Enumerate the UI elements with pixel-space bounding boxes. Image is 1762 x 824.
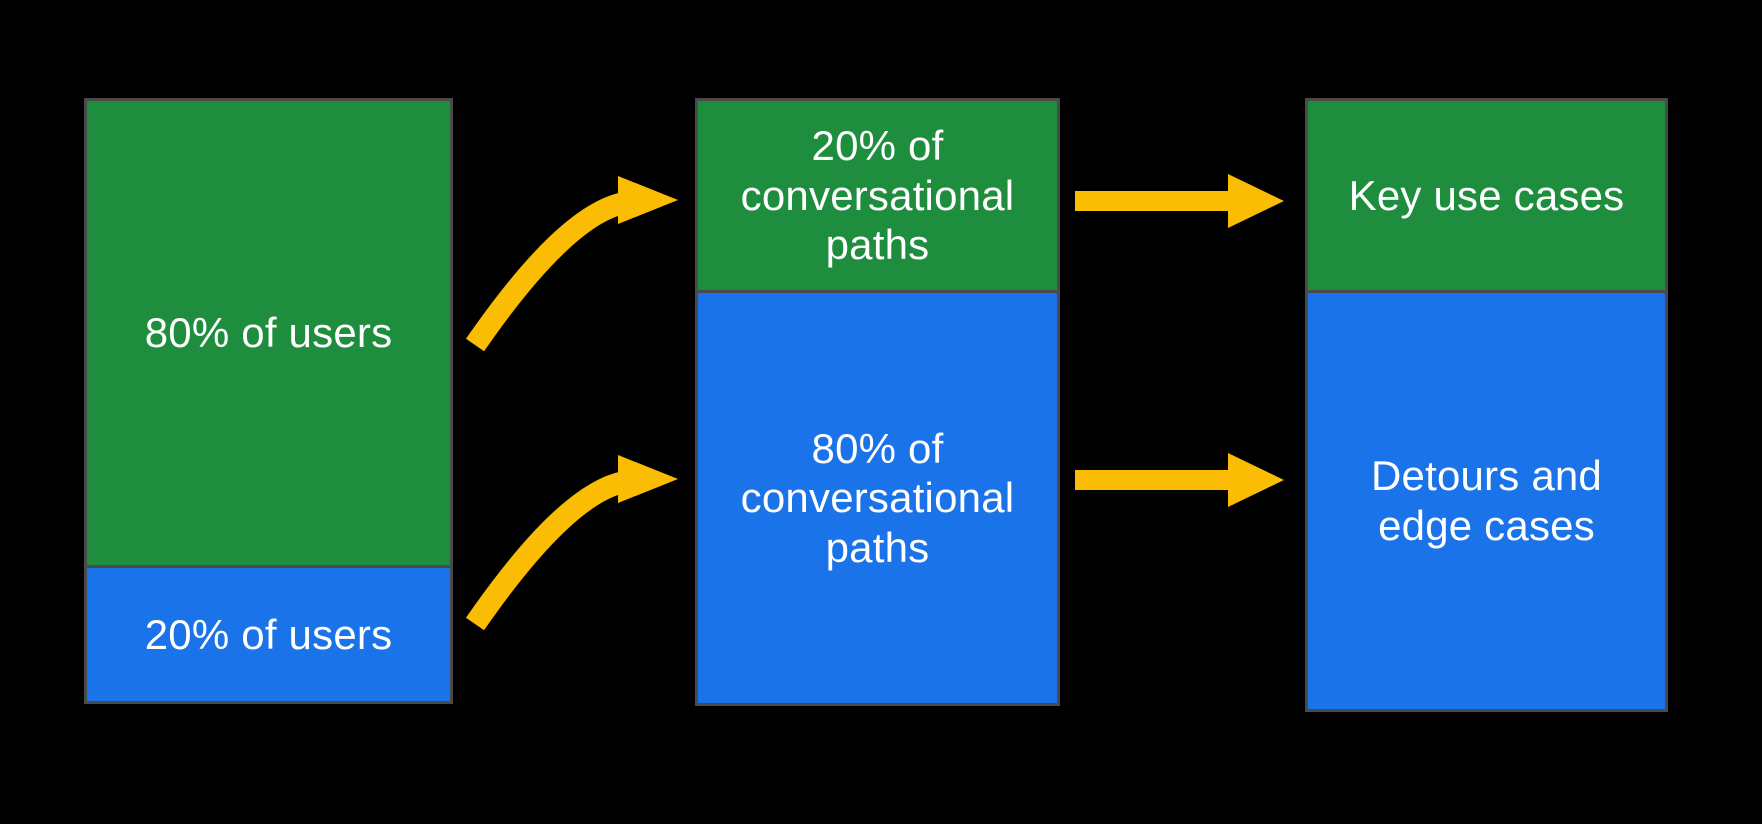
outcomes-column: Key use cases Detours and edge cases <box>1305 98 1668 712</box>
paths-column: 20% of conversational paths 80% of conve… <box>695 98 1060 706</box>
paths-majority-label: 80% of conversational paths <box>740 424 1015 571</box>
paths-minority-label: 20% of conversational paths <box>740 122 1015 269</box>
paths-minority-segment: 20% of conversational paths <box>698 101 1057 290</box>
curved-arrow-bottom <box>465 455 678 631</box>
users-column: 80% of users 20% of users <box>84 98 453 704</box>
detours-label: Detours and edge cases <box>1370 452 1602 549</box>
paths-majority-segment: 80% of conversational paths <box>698 290 1057 703</box>
users-minority-segment: 20% of users <box>87 565 450 701</box>
detours-segment: Detours and edge cases <box>1308 290 1665 709</box>
users-minority-label: 20% of users <box>144 610 393 658</box>
key-use-cases-label: Key use cases <box>1348 171 1625 219</box>
users-majority-label: 80% of users <box>144 309 393 357</box>
straight-arrow-bottom <box>1075 453 1284 507</box>
curved-arrow-top <box>465 176 678 352</box>
straight-arrow-top <box>1075 174 1284 228</box>
users-majority-segment: 80% of users <box>87 101 450 565</box>
key-use-cases-segment: Key use cases <box>1308 101 1665 290</box>
